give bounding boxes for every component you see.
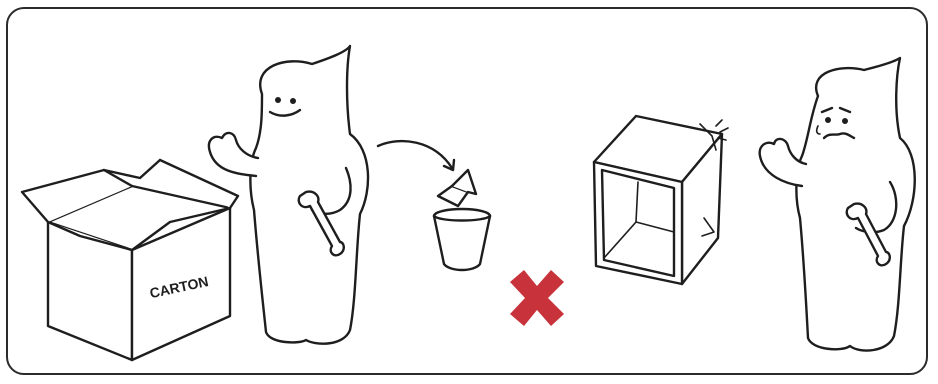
throw-away-arrow-icon	[378, 141, 454, 170]
carton-box-icon: CARTON	[22, 160, 238, 360]
damaged-cabinet-icon	[594, 116, 728, 284]
worried-figure-icon	[760, 58, 915, 351]
trash-bin-icon	[434, 170, 490, 270]
red-cross-icon	[510, 270, 564, 326]
